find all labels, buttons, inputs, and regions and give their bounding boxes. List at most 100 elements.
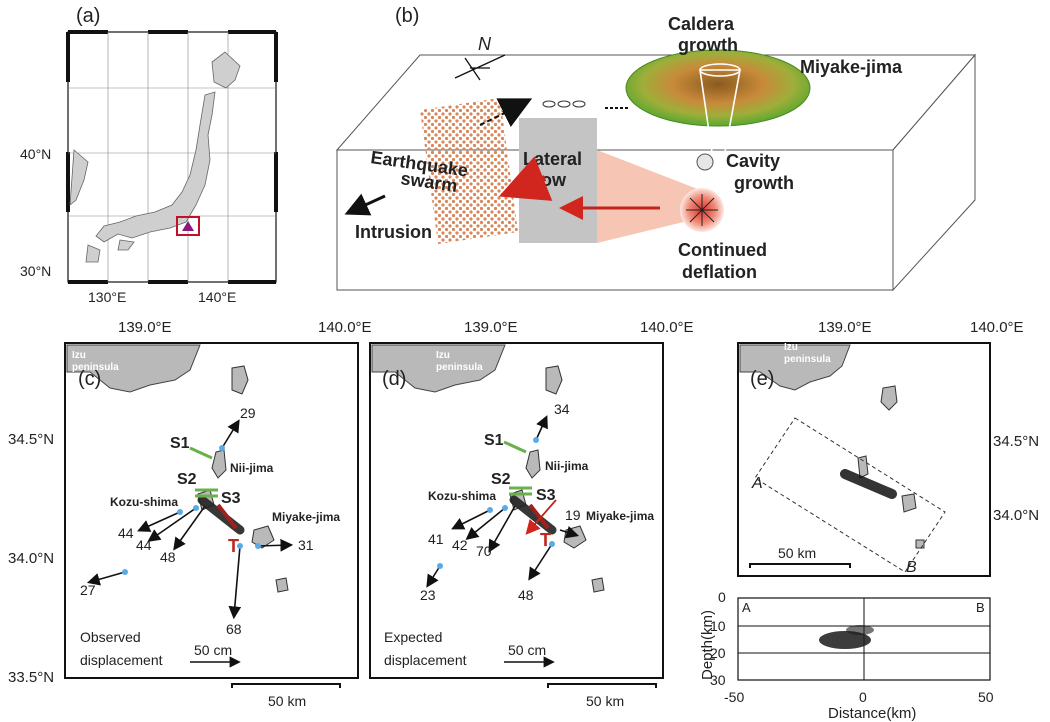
miyakejima-label: Miyake-jima xyxy=(800,57,903,77)
izu-peninsula xyxy=(66,344,201,393)
korea-coast xyxy=(69,149,89,206)
panel-d-s1: S1 xyxy=(484,432,504,449)
miyakejima-island xyxy=(901,493,917,513)
panel-e-lat-340: 34.0°N xyxy=(993,507,1039,524)
panel-e-lat-345: 34.5°N xyxy=(993,433,1039,450)
panel-d-peninsula-1: Izu xyxy=(436,350,450,361)
panel-a-ticks xyxy=(66,30,278,284)
panel-c-s1: S1 xyxy=(170,435,190,452)
magma-pathway xyxy=(597,150,700,243)
izu-peninsula xyxy=(739,344,851,391)
panel-b-label: (b) xyxy=(395,5,419,27)
mikurajima-island xyxy=(591,577,605,593)
profile-box xyxy=(754,417,946,573)
panel-c-v7: 31 xyxy=(298,537,314,553)
segment-s1 xyxy=(189,446,213,460)
panel-e: 139.0°E 140.0°E 34.5°N 34.0°N Izu penins… xyxy=(699,319,1039,722)
panel-c: 139.0°E 140.0°E 34.5°N 34.0°N 33.5°N Izu… xyxy=(8,319,372,709)
opening-arrow-sw xyxy=(525,515,543,535)
panel-c-label: (c) xyxy=(78,368,101,390)
panel-a-frame xyxy=(67,31,277,283)
deflation-label-2: deflation xyxy=(682,262,757,282)
miyakejima-island xyxy=(251,525,275,549)
segment-s2 xyxy=(509,486,532,496)
oshima-island xyxy=(231,365,249,395)
panel-b: (b) N Caldera growth Miyake-jima Earthqu… xyxy=(335,5,977,292)
panel-c-lat-335: 33.5°N xyxy=(8,669,54,686)
panel-c-caption-1: Observed xyxy=(80,629,141,645)
intrusion-label: Intrusion xyxy=(355,222,432,242)
deflation-arrows-icon xyxy=(686,194,718,226)
miyakejima-marker-icon xyxy=(182,221,194,231)
panel-c-scale-bar-label: 50 km xyxy=(268,693,306,709)
study-area-box xyxy=(176,216,200,236)
panel-e-peninsula-1: Izu xyxy=(784,342,798,353)
lateral-label-1: Lateral xyxy=(523,149,582,169)
japan-landmass xyxy=(85,51,241,263)
panel-d-s2: S2 xyxy=(491,471,511,488)
izu-peninsula xyxy=(371,344,506,393)
panel-d-t: T xyxy=(540,530,551,550)
seismicity-cluster xyxy=(840,469,897,499)
panel-c-lat-345: 34.5°N xyxy=(8,431,54,448)
panel-e-lon-140: 140.0°E xyxy=(970,319,1024,336)
depth-seismicity-upper xyxy=(846,625,874,635)
panel-c-s3: S3 xyxy=(221,490,241,507)
panel-d-s3: S3 xyxy=(536,487,556,504)
panel-c-s2: S2 xyxy=(177,471,197,488)
lateral-flow-arrow xyxy=(498,156,553,201)
panel-c-v4: 48 xyxy=(160,549,176,565)
deflation-label-1: Continued xyxy=(678,240,767,260)
caldera-cone xyxy=(699,69,741,153)
section-ylabel: Depth(km) xyxy=(699,610,716,680)
panel-a-label: (a) xyxy=(76,5,100,27)
segment-s2 xyxy=(195,488,218,498)
niijima-island xyxy=(857,455,869,479)
panel-a: (a) 40°N 30°N 130°E 140°E xyxy=(20,5,278,305)
panel-c-v5: 27 xyxy=(80,582,96,598)
vent-mark xyxy=(572,100,586,108)
profile-b: B xyxy=(906,559,917,576)
section-ytick-0: 0 xyxy=(718,589,726,605)
panel-c-lat-340: 34.0°N xyxy=(8,550,54,567)
panel-e-scale-bar-label: 50 km xyxy=(778,545,816,561)
panel-d-lon-139: 139.0°E xyxy=(464,319,518,336)
panel-d-label: (d) xyxy=(382,368,406,390)
panel-c-v6: 68 xyxy=(226,621,242,637)
panel-d-caption-1: Expected xyxy=(384,629,442,645)
panel-c-lon-139: 139.0°E xyxy=(118,319,172,336)
panel-c-miyakejima: Miyake-jima xyxy=(272,510,340,524)
cavity-circle xyxy=(696,153,714,171)
panel-d-v7: 48 xyxy=(518,587,534,603)
panel-d-v1: 34 xyxy=(554,401,570,417)
panel-d-scale-arrow-label: 50 cm xyxy=(508,642,546,658)
panel-d-caption-2: displacement xyxy=(384,652,467,668)
panel-d-frame xyxy=(369,342,664,679)
block-side-face xyxy=(892,53,976,292)
swarm-direction-head xyxy=(496,98,533,128)
panel-e-peninsula-2: peninsula xyxy=(784,354,831,365)
oshima-island xyxy=(880,385,898,411)
panel-a-lon-140: 140°E xyxy=(198,289,236,305)
panel-c-scale-bar xyxy=(231,683,341,688)
panel-c-v2: 44 xyxy=(118,525,134,541)
section-xtick-neg50: -50 xyxy=(724,689,744,705)
panel-d-niijima: Nii-jima xyxy=(545,459,589,473)
gps-stations xyxy=(122,445,261,575)
observed-vectors xyxy=(86,419,294,620)
panel-e-lon-139: 139.0°E xyxy=(818,319,872,336)
gps-stations xyxy=(437,437,555,569)
cavity-label-2: growth xyxy=(734,173,794,193)
panel-c-peninsula-1: Izu xyxy=(72,350,86,361)
panel-d-peninsula-2: peninsula xyxy=(436,362,483,373)
cavity-label-1: Cavity xyxy=(726,151,780,171)
panel-d-v4: 70 xyxy=(476,543,492,559)
section-ytick-20: 20 xyxy=(710,645,726,661)
section-ytick-10: 10 xyxy=(710,618,726,634)
panel-d: 139.0°E 140.0°E Izu peninsula (d) S1 S2 … xyxy=(369,319,694,709)
caldera-label-2: growth xyxy=(678,35,738,55)
expected-vectors xyxy=(426,415,580,588)
earthquake-swarm-band xyxy=(420,98,518,244)
oshima-island xyxy=(545,365,563,395)
panel-c-v3: 44 xyxy=(136,537,152,553)
